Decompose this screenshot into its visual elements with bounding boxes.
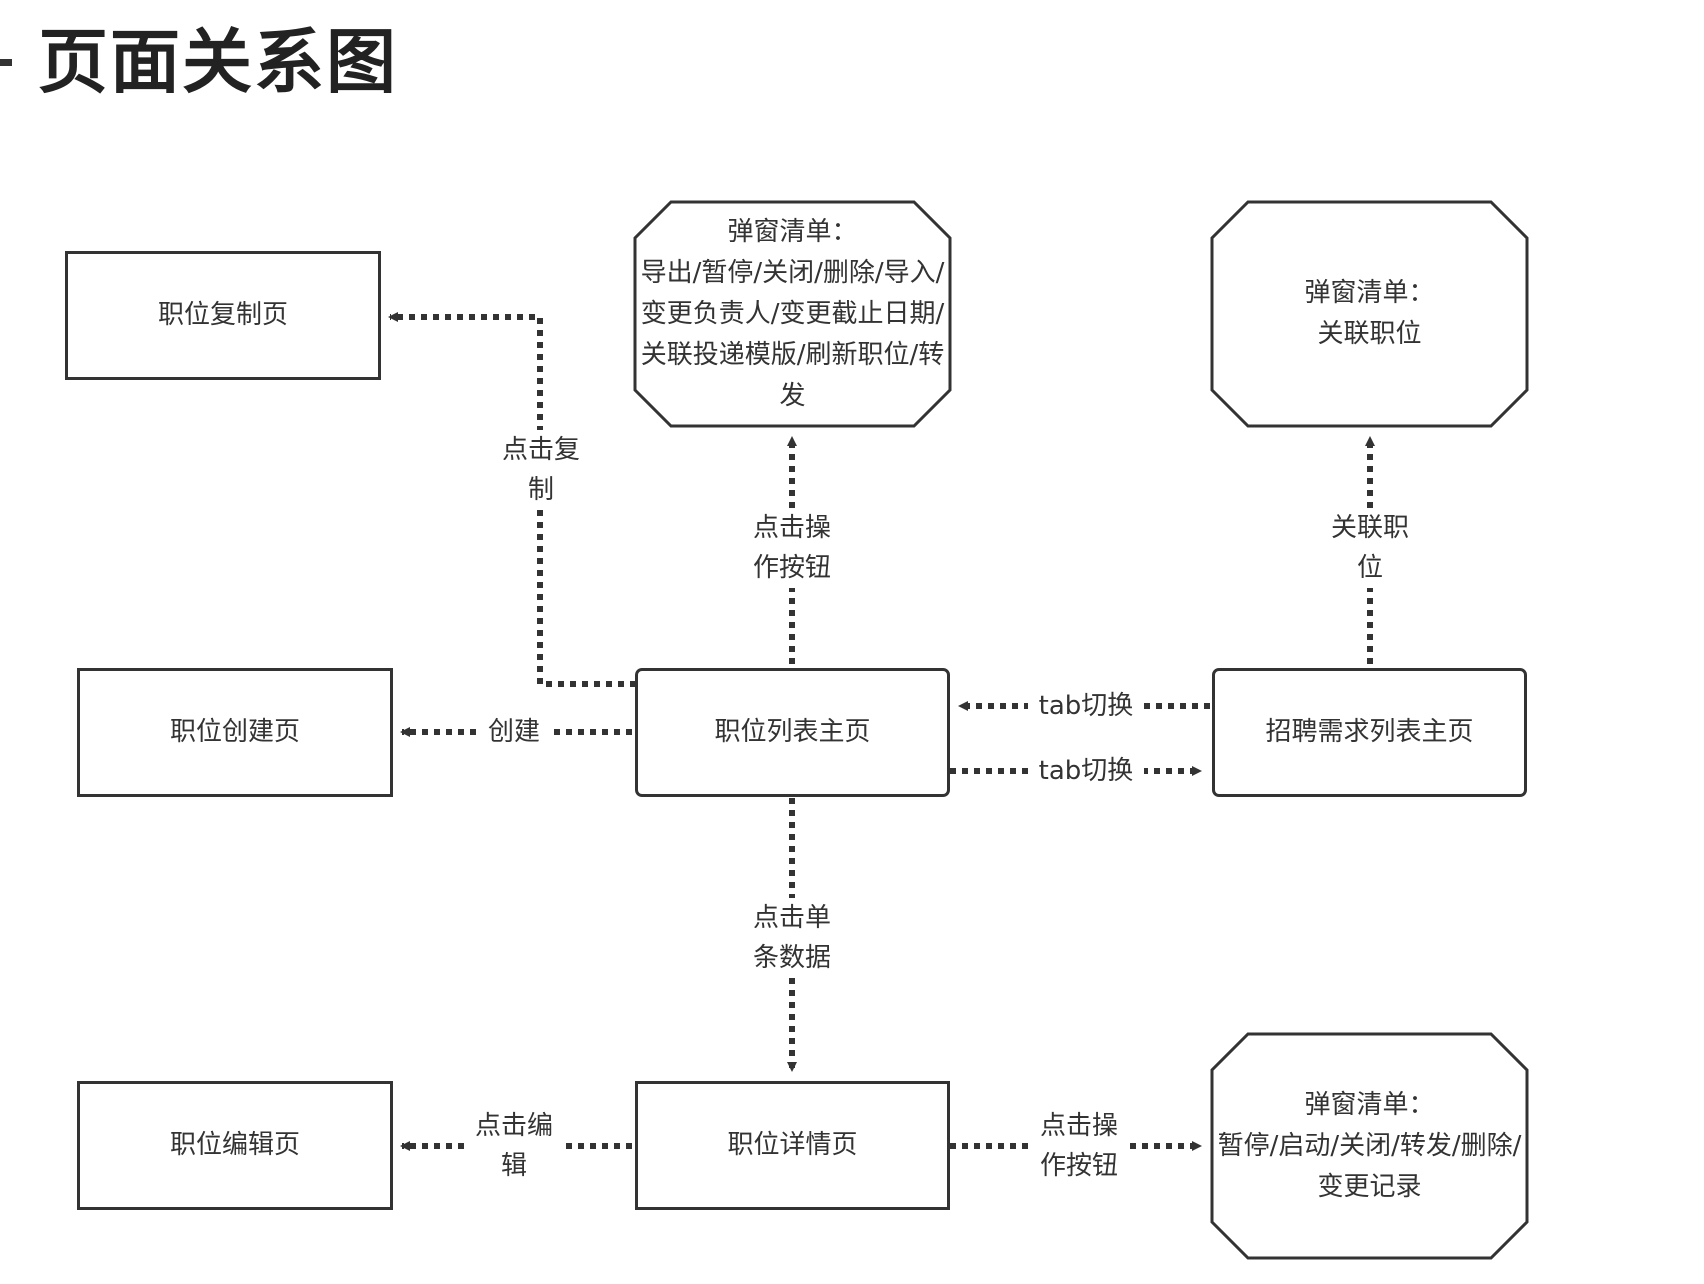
edge-label-ops-top: 点击操 作按钮 [746,508,838,588]
node-popup-detail-ops-label: 弹窗清单： 暂停/启动/关闭/转发/删除/变更记录 [1217,1089,1522,1202]
edge-label-create: 创建 [476,712,552,752]
edge-label-tab-switch-2: tab切换 [1028,751,1144,791]
node-edit-page[interactable]: 职位编辑页 [77,1081,393,1210]
node-popup-detail-ops[interactable]: 弹窗清单： 暂停/启动/关闭/转发/删除/变更记录 [1212,1034,1527,1258]
node-detail-page[interactable]: 职位详情页 [635,1081,950,1210]
popup-detail-ops-shape [1210,1032,1529,1260]
page-title: 页面关系图 [0,6,398,103]
edge-label-edit: 点击编 辑 [466,1106,562,1186]
node-popup-link-job-label: 弹窗清单： 关联职位 [1304,278,1435,349]
node-popup-link-job[interactable]: 弹窗清单： 关联职位 [1212,202,1527,426]
edge-label-click-single: 点击单 条数据 [746,898,838,978]
node-list-home-label: 职位列表主页 [714,717,871,747]
node-recruit-list-home-label: 招聘需求列表主页 [1265,717,1474,747]
title-dash [0,59,12,67]
edge-label-ops-detail: 点击操 作按钮 [1030,1106,1128,1186]
edge-label-copy: 点击复 制 [496,430,586,510]
node-copy-page-label: 职位复制页 [157,300,288,330]
title-text: 页面关系图 [38,21,398,103]
node-list-home[interactable]: 职位列表主页 [635,668,950,797]
edge-label-link-job: 关联职 位 [1324,508,1416,588]
popup-list-ops-shape [633,200,952,428]
node-popup-list-ops-label: 弹窗清单： 导出/暂停/关闭/删除/导入/变更负责人/变更截止日期/关联投递模版… [640,216,945,411]
popup-link-job-shape [1210,200,1529,428]
node-copy-page[interactable]: 职位复制页 [65,251,381,380]
node-popup-list-ops[interactable]: 弹窗清单： 导出/暂停/关闭/删除/导入/变更负责人/变更截止日期/关联投递模版… [635,202,950,426]
node-edit-page-label: 职位编辑页 [169,1130,300,1160]
node-create-page[interactable]: 职位创建页 [77,668,393,797]
node-detail-page-label: 职位详情页 [727,1130,858,1160]
node-create-page-label: 职位创建页 [169,717,300,747]
node-recruit-list-home[interactable]: 招聘需求列表主页 [1212,668,1527,797]
edge-label-tab-switch-1: tab切换 [1028,686,1144,726]
